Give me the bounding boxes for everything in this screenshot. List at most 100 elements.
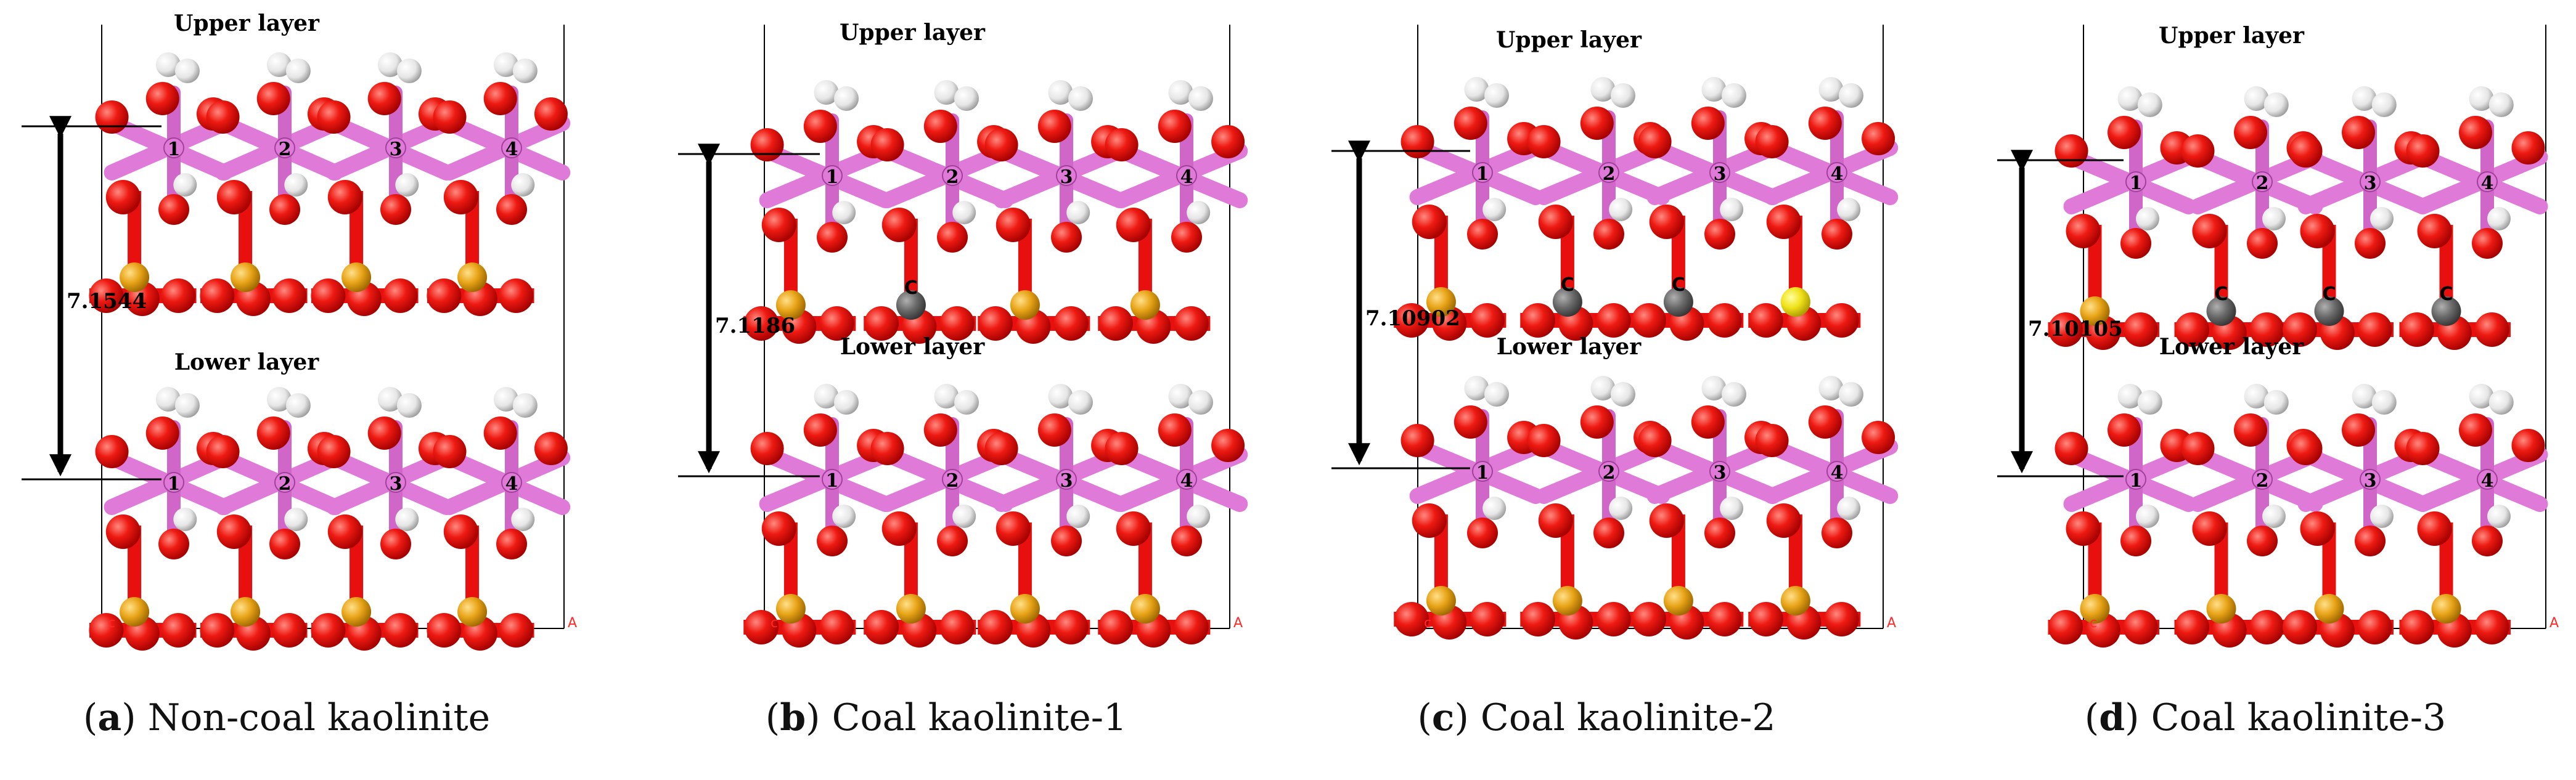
oxygen-atom xyxy=(2249,312,2284,347)
oxygen-atom xyxy=(937,526,968,556)
oxygen-atom xyxy=(2048,312,2083,347)
oxygen-atom xyxy=(2472,526,2503,556)
oxygen-atom xyxy=(145,416,179,450)
al-site-number: 1 xyxy=(1476,462,1489,484)
oxygen-atom xyxy=(383,613,418,648)
oxygen-atom xyxy=(1638,424,1672,457)
oxygen-atom xyxy=(2300,214,2335,248)
hydrogen-atom xyxy=(173,173,197,197)
axis-label-c: c xyxy=(1424,615,1431,631)
oxygen-atom xyxy=(327,180,362,214)
hydrogen-atom xyxy=(511,508,535,531)
oxygen-atom xyxy=(1158,110,1192,143)
oxygen-atom xyxy=(327,514,362,549)
hydrogen-atom xyxy=(1609,497,1633,520)
oxygen-atom xyxy=(443,514,478,549)
hydrogen-atom xyxy=(1464,376,1489,400)
oxygen-atom xyxy=(1596,602,1631,636)
silicon-atom xyxy=(341,597,372,627)
oxygen-atom xyxy=(761,511,796,546)
oxygen-atom xyxy=(2289,134,2323,168)
silicon-atom xyxy=(775,290,806,320)
interlayer-distance-value: 7.1544 xyxy=(67,289,147,314)
oxygen-atom xyxy=(2474,610,2509,644)
oxygen-atom xyxy=(2406,134,2440,168)
al-site-number: 2 xyxy=(1603,462,1616,484)
oxygen-atom xyxy=(996,511,1031,546)
oxygen-atom xyxy=(1470,303,1505,338)
oxygen-atom xyxy=(499,613,534,648)
oxygen-atom xyxy=(2108,116,2141,149)
atom-group xyxy=(2048,384,2545,648)
lower-layer-label: Lower layer xyxy=(840,334,986,360)
oxygen-atom xyxy=(1211,125,1245,158)
axis-label-c: c xyxy=(771,615,778,631)
silicon-atom xyxy=(1130,594,1160,624)
oxygen-atom xyxy=(1098,610,1133,644)
hydrogen-atom xyxy=(1484,83,1509,108)
oxygen-atom xyxy=(1822,518,1852,548)
oxygen-atom xyxy=(2283,610,2317,644)
oxygen-atom xyxy=(1171,222,1202,253)
oxygen-atom xyxy=(1749,602,1783,636)
oxygen-atom xyxy=(2417,511,2452,546)
silicon-atom xyxy=(1552,586,1582,615)
oxygen-atom xyxy=(272,613,307,648)
al-site-number: 1 xyxy=(826,166,839,188)
oxygen-atom xyxy=(1400,424,1434,457)
al-site-number: 3 xyxy=(1060,470,1073,492)
silicon-atom xyxy=(2314,594,2344,624)
al-site-number: 3 xyxy=(1060,166,1073,188)
caption-text: Coal kaolinite-3 xyxy=(2151,696,2447,739)
oxygen-atom xyxy=(161,613,196,648)
oxygen-atom xyxy=(95,100,129,134)
hydrogen-atom xyxy=(2137,92,2162,117)
oxygen-atom xyxy=(2123,610,2158,644)
oxygen-atom xyxy=(269,529,300,559)
oxygen-atom xyxy=(2355,228,2386,259)
oxygen-atom xyxy=(1691,405,1725,439)
silicon-atom xyxy=(231,597,261,627)
oxygen-atom xyxy=(2247,526,2278,556)
oxygen-atom xyxy=(1116,511,1151,546)
oxygen-atom xyxy=(2283,312,2317,347)
al-site-number: 1 xyxy=(2130,173,2143,194)
hydrogen-atom xyxy=(1701,77,1727,102)
axis-label-c: c xyxy=(108,615,115,631)
aluminum-atom xyxy=(1056,165,1077,186)
al-site-number: 2 xyxy=(946,470,959,492)
hydrogen-atom xyxy=(1187,201,1211,224)
hydrogen-atom xyxy=(1609,198,1633,221)
oxygen-atom xyxy=(367,82,401,115)
atom-group xyxy=(89,52,568,316)
al-site-number: 2 xyxy=(946,166,959,188)
upper-layer-label: Upper layer xyxy=(840,20,986,46)
oxygen-atom xyxy=(1051,526,1082,556)
oxygen-atom xyxy=(2120,526,2151,556)
oxygen-atom xyxy=(2355,526,2386,556)
carbon-label: C xyxy=(2322,283,2336,305)
oxygen-atom xyxy=(2175,312,2209,347)
oxygen-atom xyxy=(2120,228,2151,259)
oxygen-atom xyxy=(1632,303,1666,338)
hydrogen-atom xyxy=(2488,390,2514,415)
oxygen-atom xyxy=(864,610,899,644)
hydrogen-atom xyxy=(1187,505,1211,528)
oxygen-atom xyxy=(803,413,837,447)
hydrogen-atom xyxy=(493,52,518,77)
interlayer-distance-value: 7.10902 xyxy=(1365,306,1460,331)
hydrogen-atom xyxy=(1839,83,1863,108)
silicon-atom xyxy=(775,594,806,624)
carbon-label: C xyxy=(1561,274,1574,296)
hydrogen-atom xyxy=(2262,207,2286,230)
hydrogen-atom xyxy=(1839,382,1863,407)
al-site-number: 2 xyxy=(1603,163,1616,185)
aluminum-atom xyxy=(942,165,963,186)
hydrogen-atom xyxy=(834,86,859,111)
carbon-atom xyxy=(1663,287,1693,317)
oxygen-atom xyxy=(923,110,957,143)
al-site-number: 4 xyxy=(2481,470,2494,492)
al-site-number: 1 xyxy=(826,470,839,492)
silicon-atom xyxy=(457,597,488,627)
